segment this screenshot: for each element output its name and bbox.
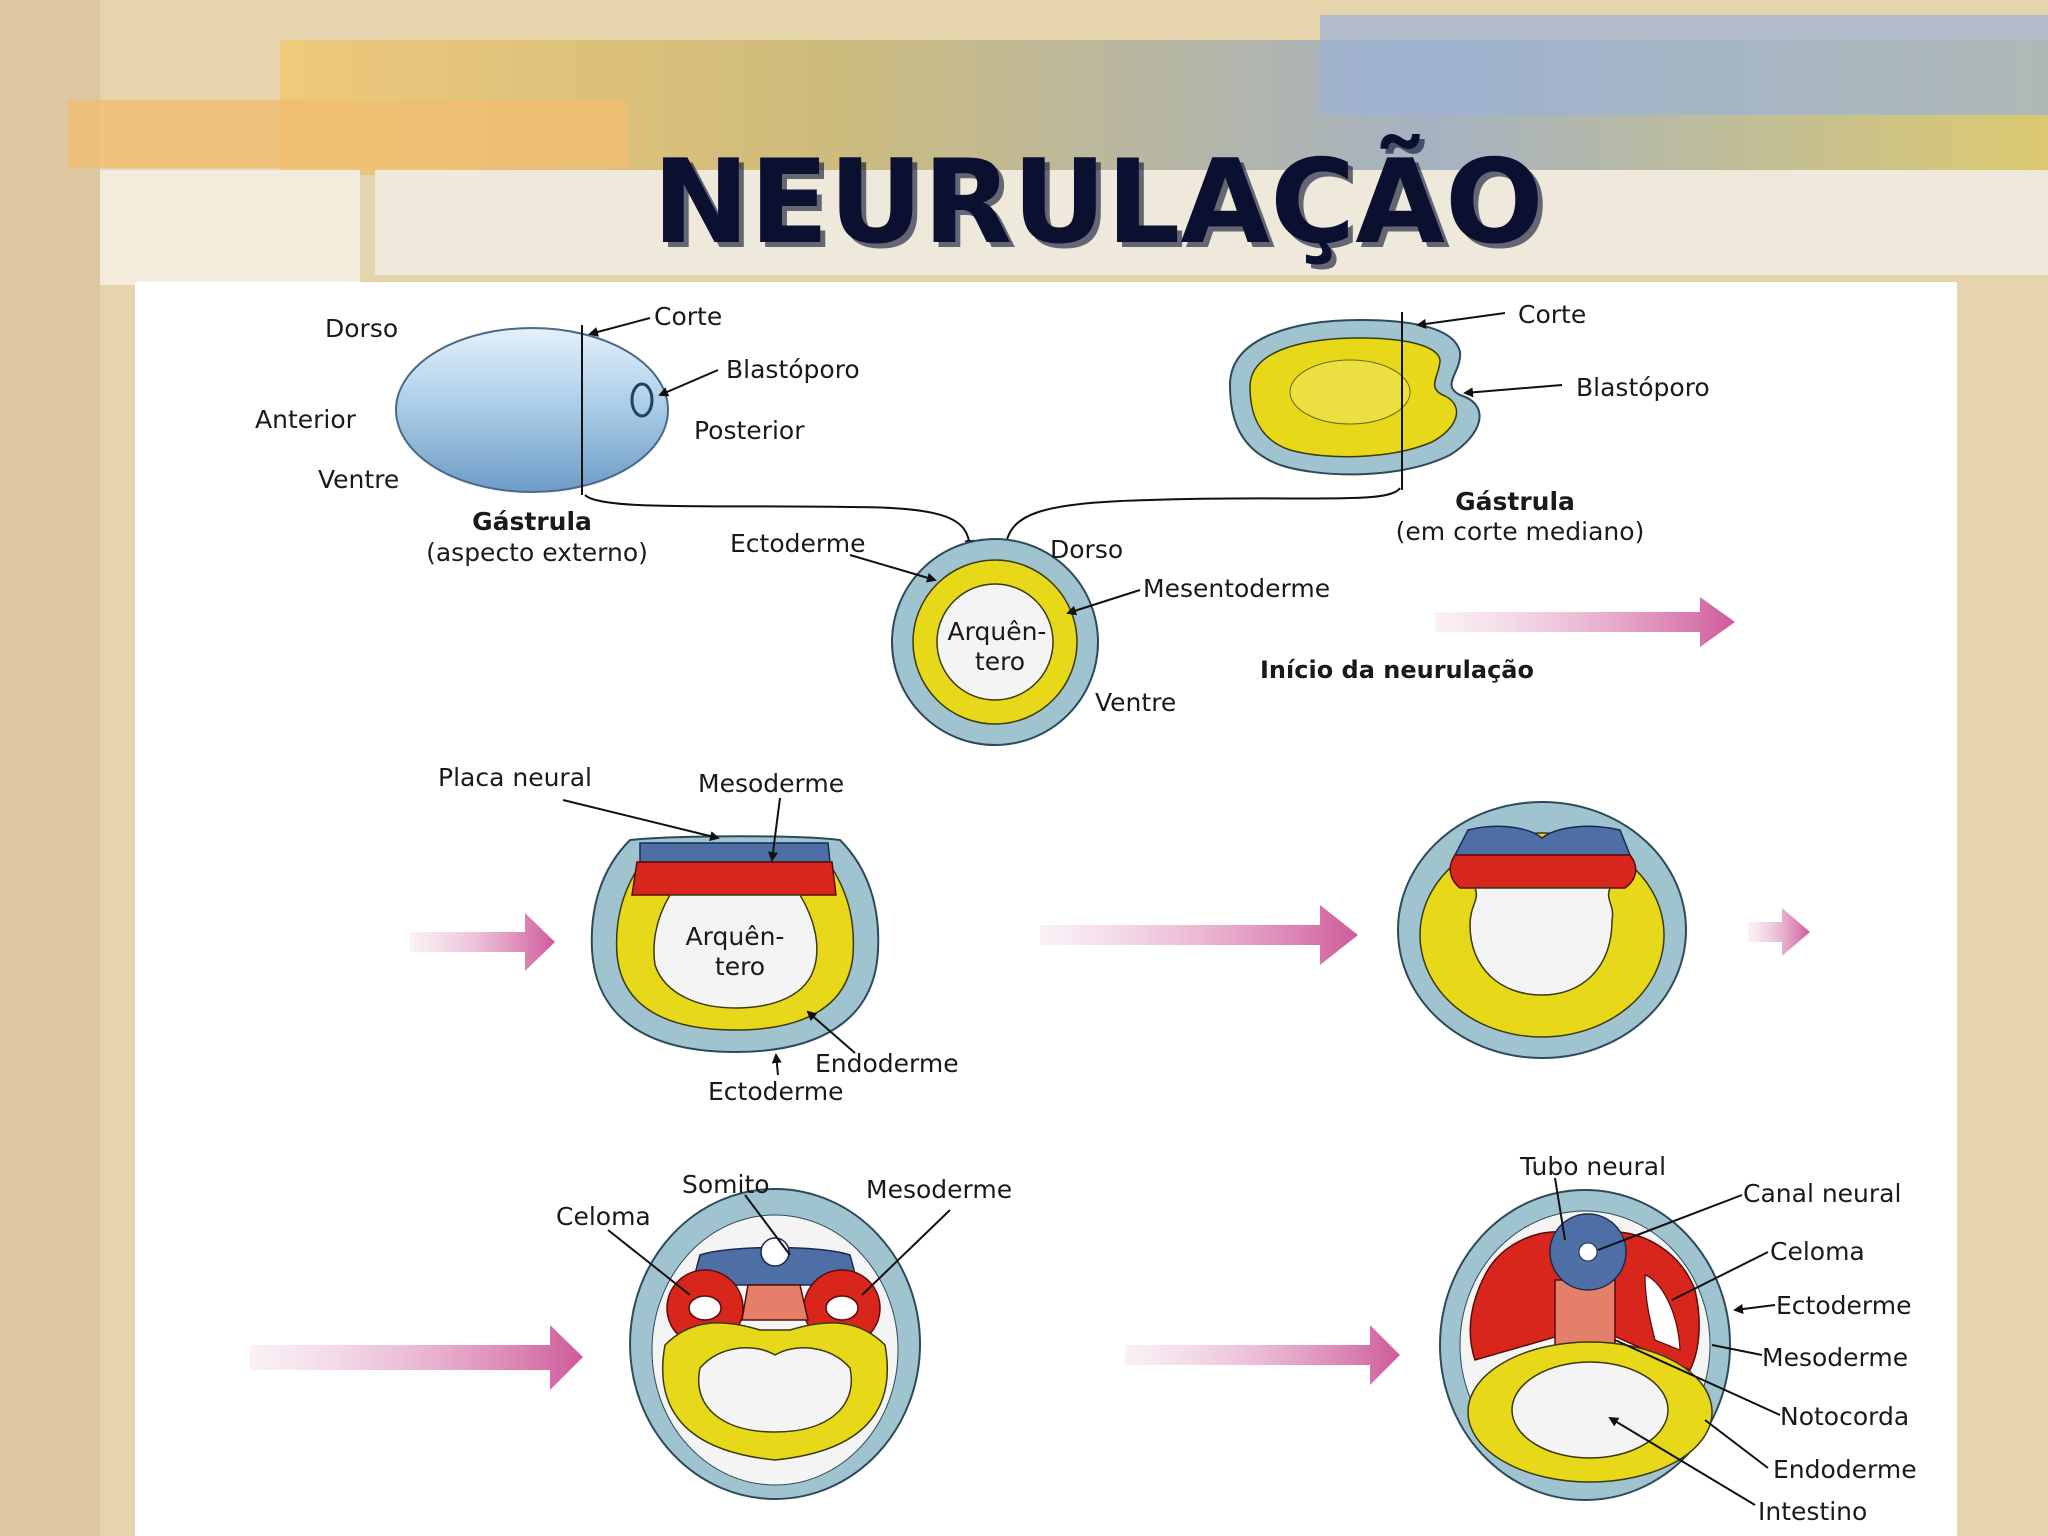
arrow-2 — [410, 913, 555, 971]
som-neural-groove — [760, 1237, 790, 1267]
orange-band — [68, 100, 628, 168]
corte-pointer — [588, 317, 651, 337]
label-corte: Corte — [654, 302, 722, 331]
label-inicio-neurulacao: Início da neurulação — [1260, 656, 1534, 684]
nt-right-celom — [1644, 1274, 1681, 1351]
label-somito: Somito — [682, 1170, 770, 1199]
neural-tube-section: Tubo neural Canal neural Celoma Ectoderm… — [1439, 1152, 1917, 1526]
label-ectoderme-nt: Ectoderme — [1776, 1291, 1911, 1320]
label-ventre-mid: Ventre — [1095, 688, 1176, 717]
mesentoderme-pointer — [1066, 589, 1141, 616]
nt-neural-canal — [1578, 1242, 1598, 1262]
label-celoma-nt: Celoma — [1770, 1237, 1865, 1266]
label-placa-neural: Placa neural — [438, 763, 592, 792]
section-label-blastoporo: Blastóporo — [1576, 373, 1710, 402]
neural-plate-section: Arquên- tero Placa neural Mesoderme Endo… — [438, 763, 959, 1106]
label-intestino: Intestino — [1758, 1497, 1867, 1526]
som-left-celom — [688, 1295, 722, 1321]
caption-aspecto: (aspecto externo) — [426, 538, 648, 567]
nt-intestine — [1511, 1361, 1669, 1459]
tubo-neural-pointer — [1554, 1177, 1566, 1241]
ectoderme-pointer — [849, 554, 937, 583]
label-ectoderme-top: Ectoderme — [730, 529, 865, 558]
left-texture-strip — [0, 0, 100, 1536]
page-title-shadow: NEURULAÇÃO — [657, 139, 1548, 275]
label-ectoderme-r2: Ectoderme — [708, 1077, 843, 1106]
connector-right — [1001, 487, 1401, 550]
section-blastoporo-pointer — [1463, 384, 1563, 398]
intestino-pointer — [1608, 1416, 1756, 1506]
section-yolk-core — [1289, 359, 1411, 425]
connector-left — [584, 494, 975, 550]
ectoderme-pointer-r2 — [771, 1053, 782, 1076]
page-title: NEURULAÇÃO — [652, 134, 1543, 270]
label-mesentoderme: Mesentoderme — [1143, 574, 1330, 603]
label-posterior: Posterior — [694, 416, 805, 445]
ng-mesoderm — [1449, 854, 1637, 889]
blastopore-mark — [630, 382, 654, 418]
np-mesoderm — [631, 861, 837, 896]
early-arquen-2: tero — [975, 647, 1025, 676]
ng-archenteron — [1469, 887, 1614, 996]
celoma-pointer — [607, 1229, 691, 1296]
arrow-3 — [1040, 905, 1358, 965]
somite-section: Somito Celoma Mesoderme — [556, 1170, 1012, 1500]
blastoporo-pointer — [658, 369, 719, 397]
early-archenteron — [936, 583, 1054, 701]
label-mesoderme-nt: Mesoderme — [1762, 1343, 1908, 1372]
label-tubo-neural: Tubo neural — [1519, 1152, 1666, 1181]
label-dorso: Dorso — [325, 314, 398, 343]
caption-gastrula-bold: Gástrula — [472, 507, 592, 536]
np-arquen-1: Arquên- — [686, 922, 785, 951]
np-archenteron — [653, 894, 818, 1009]
label-dorso-mid: Dorso — [1050, 535, 1123, 564]
cream-block — [100, 170, 360, 285]
canal-neural-pointer — [1597, 1194, 1743, 1251]
label-mesoderme-r2: Mesoderme — [698, 769, 844, 798]
mesoderme-pointer-r2 — [768, 797, 781, 862]
notocorda-pointer — [1614, 1339, 1781, 1416]
blue-flower-photo — [1320, 15, 2048, 115]
label-canal-neural: Canal neural — [1743, 1179, 1901, 1208]
endoderme-pointer-r2 — [806, 1010, 856, 1054]
som-gut — [697, 1347, 853, 1433]
arrow-1 — [1435, 597, 1735, 647]
arrow-4 — [1748, 908, 1810, 956]
mesoderme-pointer-nt — [1711, 1344, 1763, 1356]
label-anterior: Anterior — [255, 405, 357, 434]
gastrula-external: Dorso Anterior Ventre Corte Blastóporo P… — [255, 302, 860, 567]
label-endoderme-r2: Endoderme — [815, 1049, 959, 1078]
section-label-corte: Corte — [1518, 300, 1586, 329]
somito-pointer — [744, 1194, 791, 1256]
ng-neural-plate — [1453, 825, 1632, 856]
early-arquen-1: Arquên- — [948, 617, 1047, 646]
title-band — [375, 170, 2048, 275]
gastrula-egg — [395, 327, 669, 493]
celoma-pointer-nt — [1671, 1251, 1769, 1301]
section-corte-pointer — [1416, 312, 1506, 329]
section-caption-bold: Gástrula — [1455, 487, 1575, 516]
mesoderme-pointer-r3 — [861, 1209, 951, 1296]
label-ventre: Ventre — [318, 465, 399, 494]
endoderme-pointer-nt — [1704, 1419, 1769, 1469]
label-endoderme-nt: Endoderme — [1773, 1455, 1917, 1484]
cross-section-early: Arquên- tero Ectoderme Dorso Mesentoderm… — [730, 529, 1330, 746]
arrow-6 — [1125, 1325, 1400, 1385]
np-arquen-2: tero — [715, 952, 765, 981]
som-right-celom — [825, 1295, 859, 1321]
section-caption: (em corte mediano) — [1396, 517, 1645, 546]
label-mesoderme-r3: Mesoderme — [866, 1175, 1012, 1204]
np-neural-plate — [639, 842, 831, 863]
label-blastoporo: Blastóporo — [726, 355, 860, 384]
ectoderme-pointer-nt — [1733, 1304, 1776, 1314]
placa-neural-pointer — [562, 799, 720, 841]
som-notochord-area — [741, 1284, 809, 1321]
label-notocorda: Notocorda — [1780, 1402, 1909, 1431]
neural-groove-section — [1397, 801, 1687, 1059]
label-celoma-r3: Celoma — [556, 1202, 651, 1231]
arrow-5 — [250, 1325, 583, 1390]
gastrula-section: Corte Blastóporo Gástrula (em corte medi… — [1228, 300, 1710, 546]
